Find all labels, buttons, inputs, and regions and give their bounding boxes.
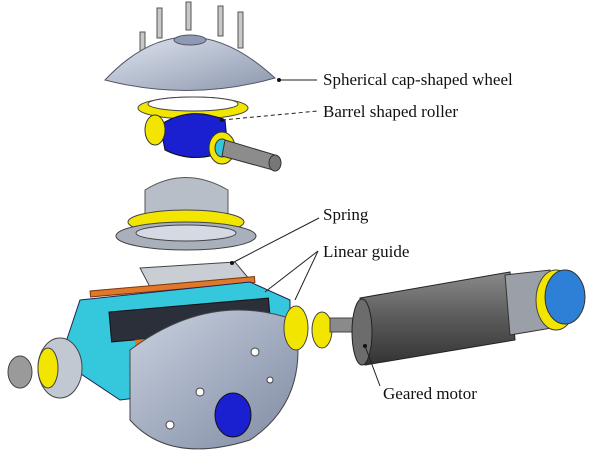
label-spring: Spring [323,205,369,224]
label-barrel-roller: Barrel shaped roller [323,102,458,121]
hub [115,177,257,251]
main-body [7,281,299,450]
barrel-roller [137,96,282,172]
label-geared-motor: Geared motor [383,384,477,403]
label-spherical-cap-wheel: Spherical cap-shaped wheel [323,70,513,89]
label-linear-guide: Linear guide [323,242,410,261]
leader-lines [221,79,381,387]
geared-motor [283,269,586,366]
spherical-cap-wheel [104,1,276,91]
